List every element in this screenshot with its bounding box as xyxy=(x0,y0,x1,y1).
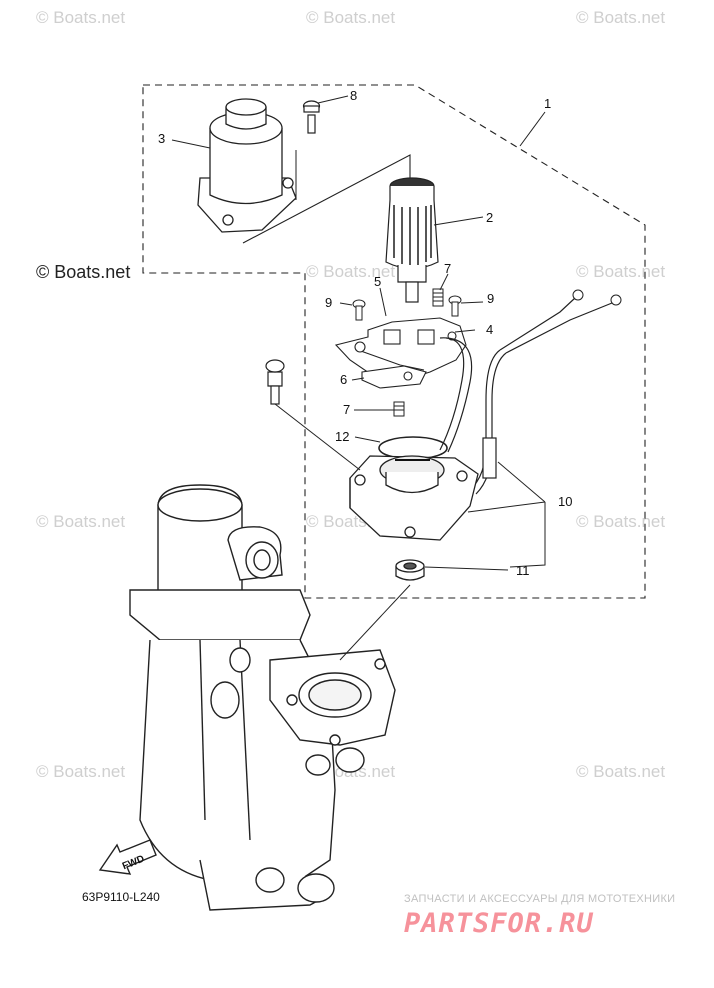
watermark: © Boats.net xyxy=(576,762,666,781)
leader-lines xyxy=(171,95,546,661)
callout-part-12: 12 xyxy=(335,429,349,444)
plate-part-6 xyxy=(361,365,427,389)
callout-part-9a: 9 xyxy=(325,295,332,310)
spring-part-7a xyxy=(432,288,444,307)
callout-part-2: 2 xyxy=(486,210,493,225)
footer-tagline: ЗАПЧАСТИ И АКСЕССУАРЫ ДЛЯ МОТОТЕХНИКИ xyxy=(404,893,676,905)
callout-part-3: 3 xyxy=(158,131,165,146)
callout-part-10: 10 xyxy=(558,494,572,509)
callout-part-7b: 7 xyxy=(343,402,350,417)
callout-part-6: 6 xyxy=(340,372,347,387)
brush-holder-part xyxy=(334,317,467,381)
bolt-part xyxy=(265,359,285,405)
motor-part xyxy=(197,98,297,233)
assembly-boundary xyxy=(142,84,646,599)
watermark: © Boats.net xyxy=(576,8,666,27)
watermark: © Boats.net xyxy=(36,8,126,27)
watermark: © Boats.net xyxy=(306,262,396,281)
armature-part xyxy=(385,177,439,303)
callout-part-8: 8 xyxy=(350,88,357,103)
trim-unit-body xyxy=(129,484,396,911)
screw-part-9b xyxy=(448,295,462,317)
cable-lead xyxy=(439,297,613,495)
watermark: © Boats.net xyxy=(306,8,396,27)
screw-part-8 xyxy=(302,100,321,134)
callout-part-7a: 7 xyxy=(444,261,451,276)
spring-part-7b xyxy=(393,401,405,417)
watermark-highlight: © Boats.net xyxy=(36,262,131,282)
watermark: © Boats.net xyxy=(576,262,666,281)
callout-part-11: 11 xyxy=(516,563,530,578)
end-cap-part xyxy=(349,455,479,541)
grommet-part xyxy=(395,559,425,581)
callout-part-5: 5 xyxy=(374,274,381,289)
callout-part-4: 4 xyxy=(486,322,493,337)
footer-logo[interactable]: PARTSFOR.RU xyxy=(404,908,594,939)
screw-part-9a xyxy=(352,299,366,321)
diagram-code: 63P9110-L240 xyxy=(82,890,160,904)
callout-part-1: 1 xyxy=(544,96,551,111)
watermark: © Boats.net xyxy=(36,762,126,781)
callout-part-9b: 9 xyxy=(487,291,494,306)
fwd-arrow-icon: FWD xyxy=(98,839,157,875)
watermark: © Boats.net xyxy=(576,512,666,531)
watermark: © Boats.net xyxy=(36,512,126,531)
